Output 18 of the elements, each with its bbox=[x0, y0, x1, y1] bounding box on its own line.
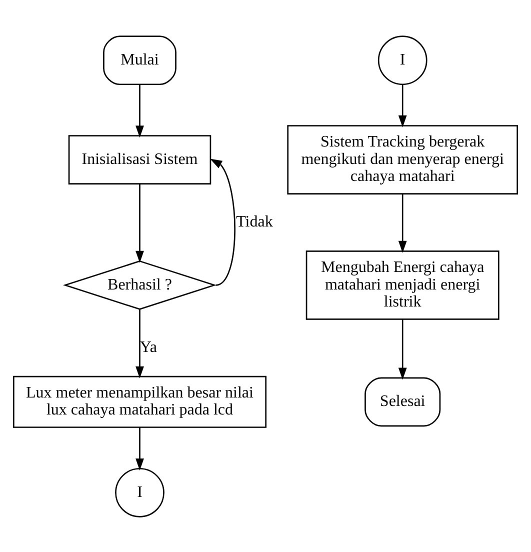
node-box: Sistem Tracking bergerak mengikuti dan menyerap energi cahaya matahari bbox=[287, 124, 518, 194]
node-box: Mengubah Energi cahaya matahari menjadi energi listrik bbox=[306, 250, 500, 320]
node-box: Lux meter menampilkan besar nilai lux cahaya matahari pada lcd bbox=[13, 375, 266, 428]
arrow bbox=[136, 309, 144, 378]
node-box: Mulai bbox=[103, 35, 176, 85]
node-box: Selesai bbox=[364, 376, 441, 426]
node-diamond: Berhasil ? bbox=[62, 260, 217, 310]
arrow bbox=[136, 184, 144, 262]
node-box: Inisialisasi Sistem bbox=[68, 134, 212, 184]
arrow bbox=[210, 158, 236, 286]
node-circle: I bbox=[115, 467, 164, 517]
arrow bbox=[398, 84, 407, 127]
arrow bbox=[398, 193, 407, 252]
arrow bbox=[136, 426, 144, 470]
arrow bbox=[398, 319, 407, 380]
node-circle: I bbox=[378, 35, 428, 85]
arrow bbox=[136, 84, 144, 138]
edge-label: Tidak bbox=[236, 213, 273, 230]
